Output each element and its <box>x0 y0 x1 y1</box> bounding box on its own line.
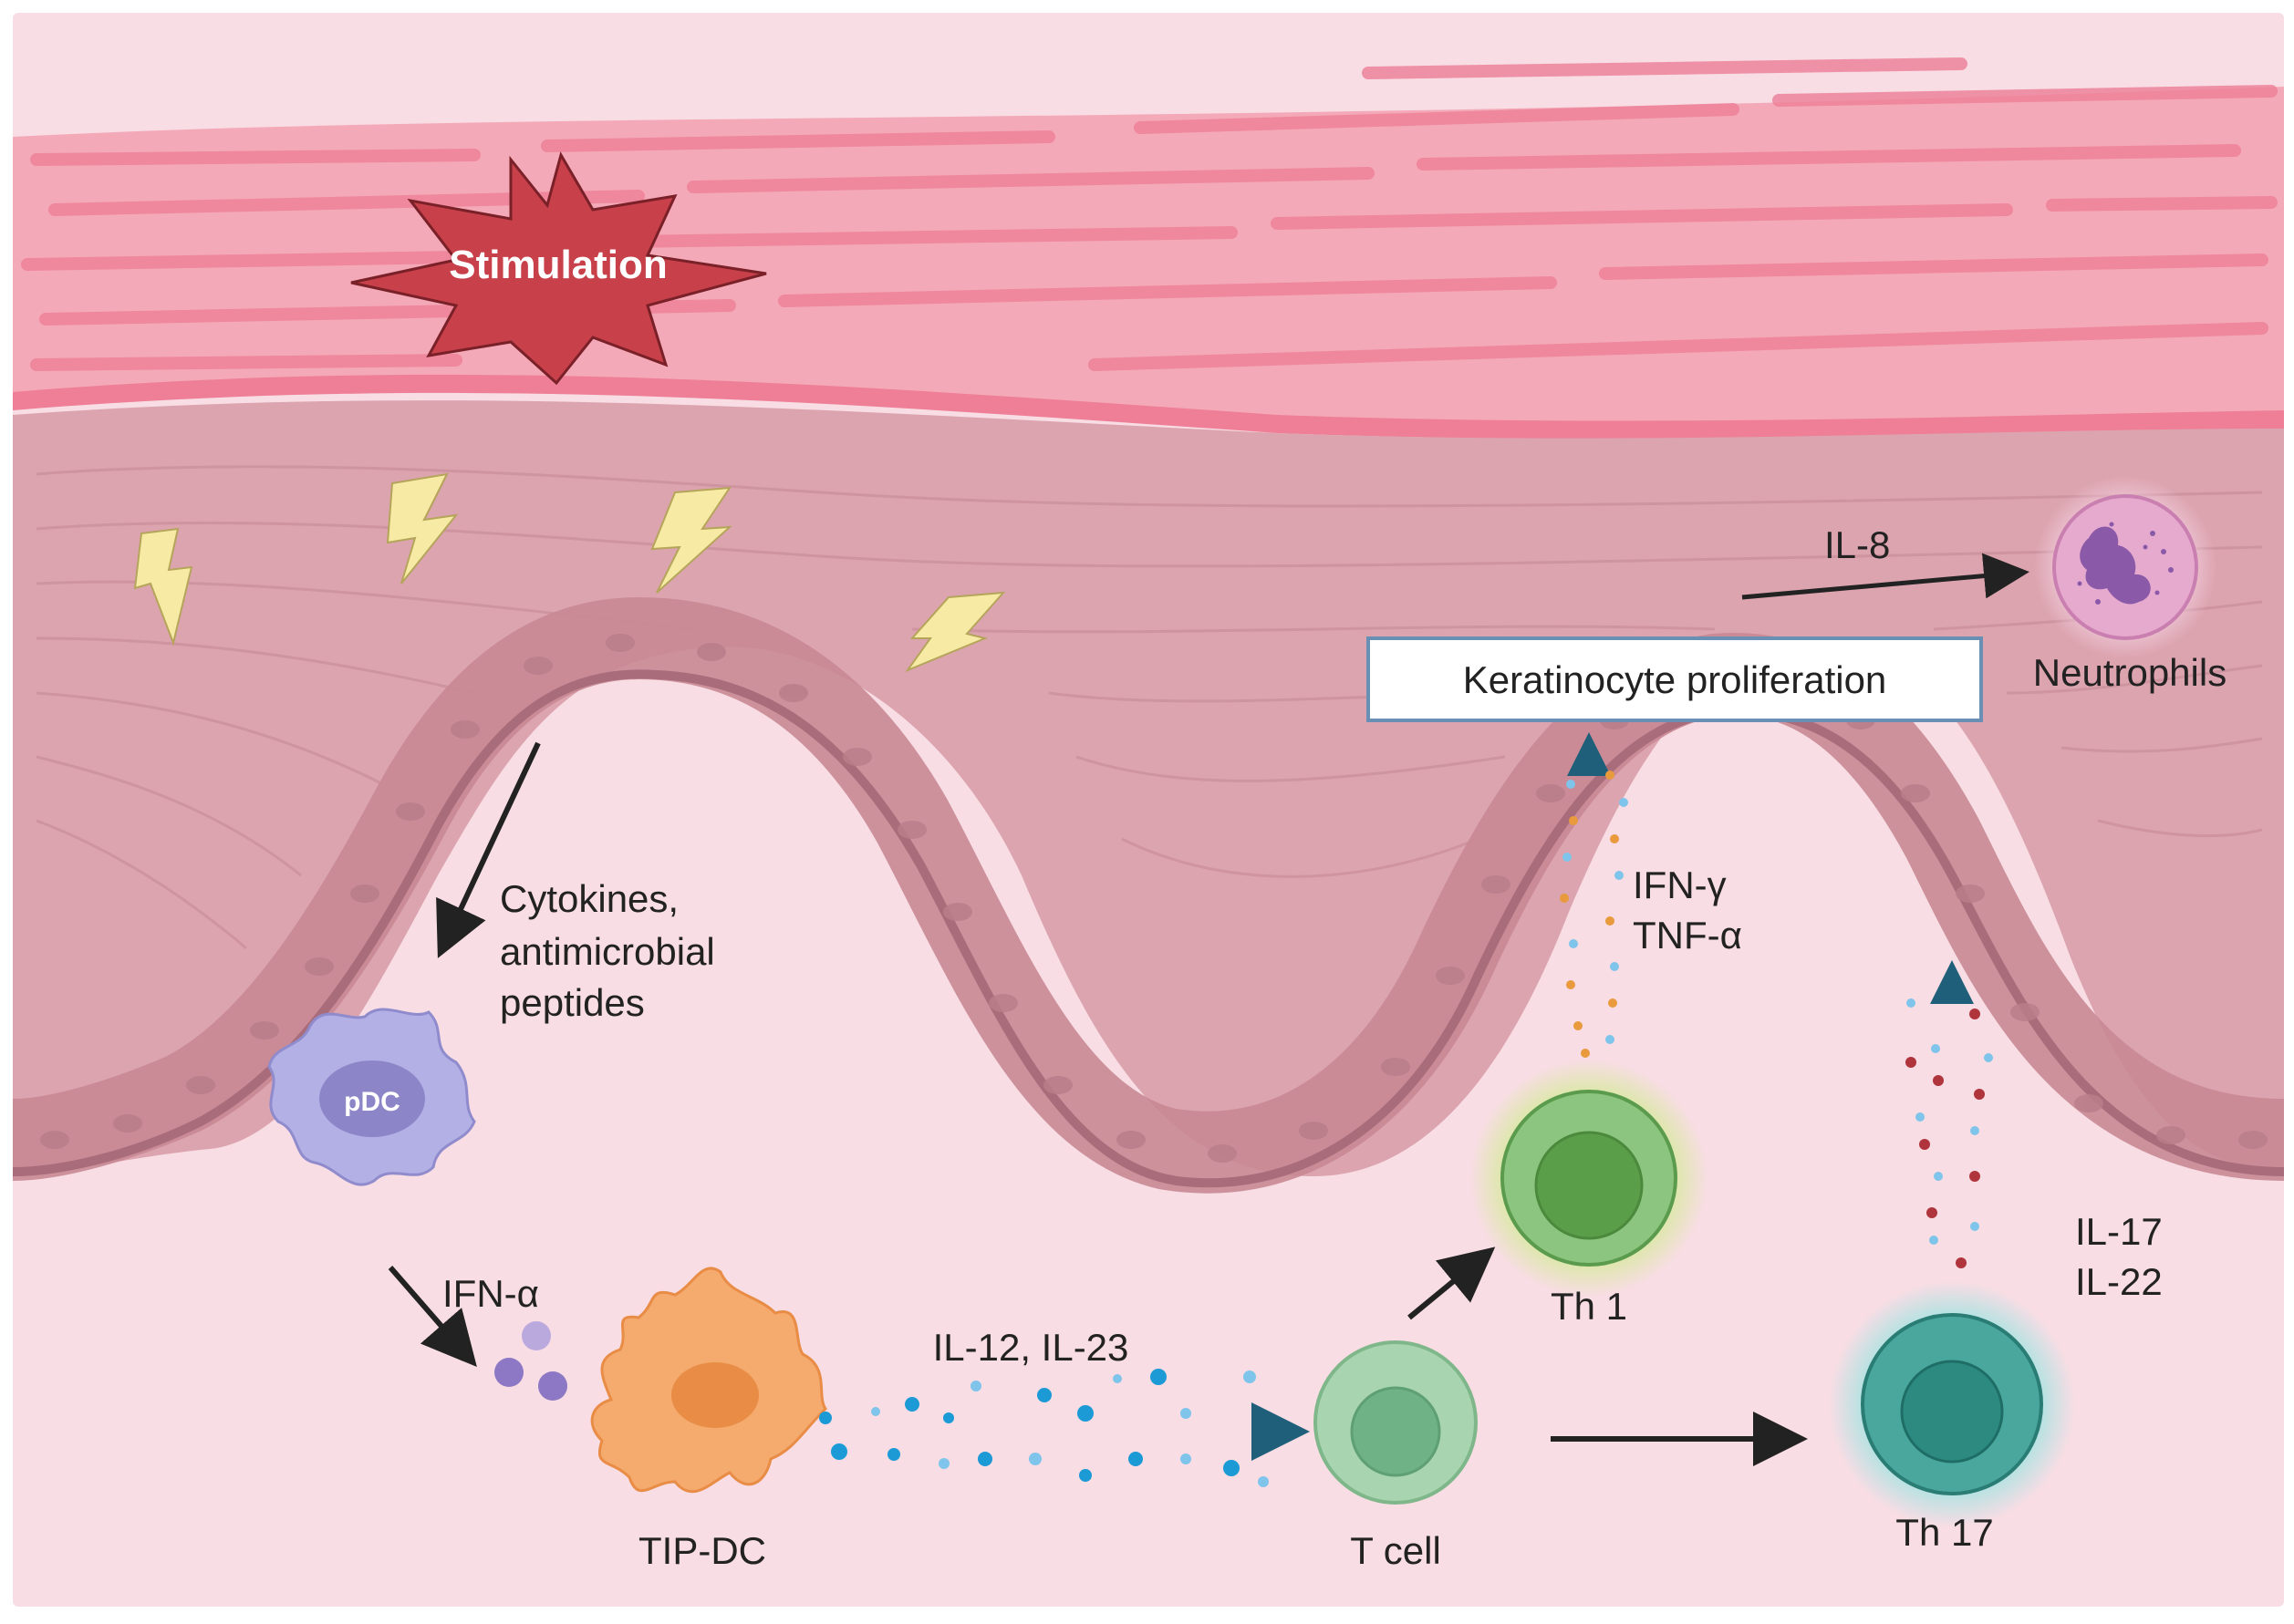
t-cell-nucleus <box>1350 1386 1441 1477</box>
cytokines-label-line1: Cytokines, <box>500 877 679 920</box>
th1-cytokine-molecules <box>1560 771 1628 1058</box>
basal-layer-membrane <box>12 669 2285 1188</box>
cytokines-label-line2: antimicrobial <box>500 930 715 973</box>
t-cell-label: T cell <box>1350 1529 1441 1572</box>
il17-label: IL-17 <box>2075 1210 2163 1253</box>
keratinocyte-proliferation-box: Keratinocyte proliferation <box>1366 636 1983 722</box>
epidermis <box>13 400 2284 1176</box>
il12-il23-molecules <box>819 1369 1269 1487</box>
pdc-label: pDC <box>344 1087 400 1117</box>
tip-dc-cell-icon <box>590 1267 827 1494</box>
stimulation-label: Stimulation <box>449 243 668 287</box>
epidermis-texture <box>36 465 2263 950</box>
stimulation-star-icon: Stimulation <box>350 151 767 386</box>
ifn-alpha-label: IFN-α <box>442 1272 539 1315</box>
tip-dc-label: TIP-DC <box>638 1529 766 1572</box>
th17-cytokine-molecules <box>1905 998 1993 1268</box>
tip-dc-nucleus <box>671 1362 759 1428</box>
il12-il23-label: IL-12, IL-23 <box>933 1326 1129 1369</box>
pdc-nucleus <box>319 1060 425 1137</box>
neutrophil-cell-icon <box>2034 476 2216 658</box>
il8-arrow <box>1741 553 2029 600</box>
t-cell-icon <box>1313 1340 1478 1505</box>
neutrophils-label: Neutrophils <box>2033 651 2227 694</box>
il8-label: IL-8 <box>1824 523 1890 566</box>
keratinocyte-proliferation-label: Keratinocyte proliferation <box>1463 658 1887 701</box>
stratum-corneum-edge <box>13 374 2284 440</box>
lightning-icon <box>133 472 1006 673</box>
ifn-alpha-molecules <box>494 1321 567 1401</box>
ifn-alpha-arrow <box>388 1266 477 1368</box>
pdc-cell-icon: pDC <box>267 1008 476 1186</box>
cytokines-arrow <box>436 741 541 958</box>
tnf-alpha-label: TNF-α <box>1633 914 1742 957</box>
th1-nucleus <box>1534 1131 1644 1240</box>
th17-label: Th 17 <box>1895 1511 1993 1554</box>
ifn-gamma-label: IFN-γ <box>1633 864 1727 906</box>
th17-cell-icon <box>1829 1281 2075 1527</box>
th1-label: Th 1 <box>1551 1285 1627 1328</box>
tcell-to-th1-arrow <box>1407 1246 1496 1320</box>
cytokines-label-line3: peptides <box>500 981 645 1024</box>
basal-layer <box>11 596 2285 1194</box>
il22-label: IL-22 <box>2075 1260 2163 1303</box>
th1-cell-icon <box>1470 1060 1708 1297</box>
th17-nucleus <box>1900 1360 2004 1464</box>
